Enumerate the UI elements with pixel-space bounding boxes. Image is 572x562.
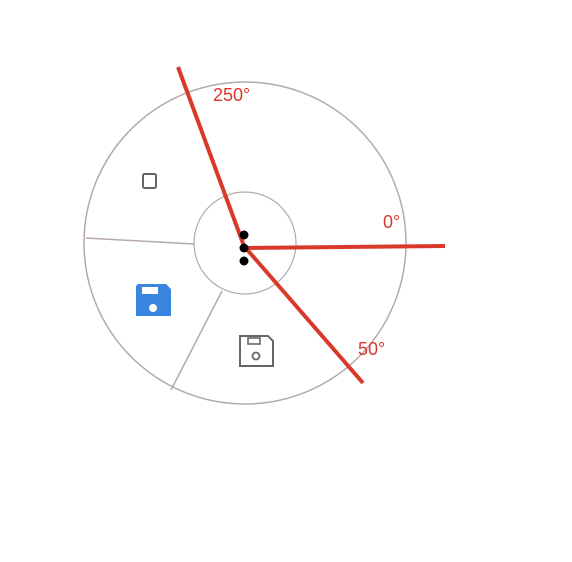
angle-label-50: 50° [358, 339, 385, 359]
angle-guide-0 [243, 244, 446, 250]
angle-guide-50 [242, 244, 365, 385]
angle-label-250: 250° [213, 85, 250, 105]
angle-label-0: 0° [383, 212, 400, 232]
angle-guide-250 [176, 66, 246, 247]
sector-divider-bottom [170, 290, 223, 391]
save-outline-icon[interactable] [239, 335, 274, 367]
sector-divider-left [85, 237, 195, 245]
save-icon[interactable] [136, 284, 171, 316]
drag-handle-icon[interactable] [239, 230, 249, 266]
pie-outer-ring [83, 81, 407, 405]
square-outline-icon[interactable] [142, 173, 157, 189]
sector-top-left[interactable] [86, 95, 245, 243]
